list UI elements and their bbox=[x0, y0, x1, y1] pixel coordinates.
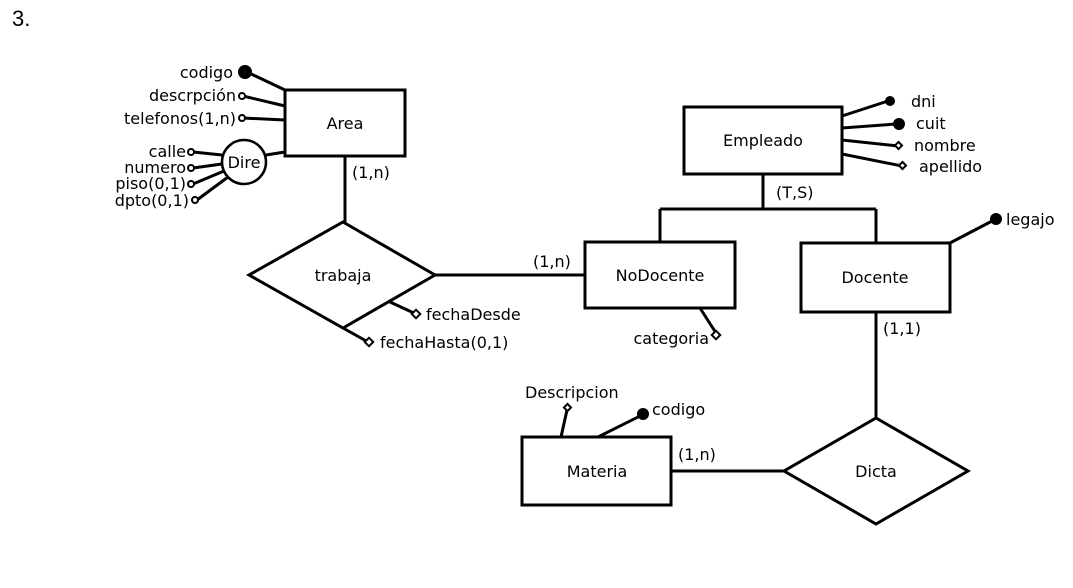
attribute-dire-dpto-label: dpto(0,1) bbox=[115, 191, 189, 210]
attribute-dire-numero: numero bbox=[124, 158, 223, 177]
attribute-materia-descripcion-label: Descripcion bbox=[525, 383, 619, 402]
attribute-materia-codigo: codigo bbox=[597, 400, 705, 439]
relationship-dicta-label: Dicta bbox=[855, 462, 897, 481]
attribute-empleado-nombre: nombre bbox=[841, 136, 976, 155]
attribute-empleado-cuit: cuit bbox=[841, 114, 946, 133]
attribute-trabaja-fechaDesde: fechaDesde bbox=[389, 300, 521, 324]
attribute-nodocente-categoria: categoria bbox=[634, 307, 722, 348]
attribute-empleado-dni: dni bbox=[841, 92, 936, 118]
attribute-nodocente-categoria-label: categoria bbox=[634, 329, 710, 348]
attribute-area-descripcion: descrpción bbox=[149, 86, 286, 108]
cardinality-area-trabaja: (1,n) bbox=[352, 163, 390, 182]
relationship-dicta bbox=[780, 416, 972, 526]
section-number: 3. bbox=[12, 6, 30, 31]
attribute-materia-codigo-label: codigo bbox=[652, 400, 705, 419]
entity-empleado bbox=[682, 105, 844, 176]
attribute-trabaja-fechaHasta-label: fechaHasta(0,1) bbox=[380, 333, 508, 352]
attribute-dire-calle: calle bbox=[149, 142, 223, 161]
attribute-trabaja-fechaHasta: fechaHasta(0,1) bbox=[342, 326, 508, 352]
attribute-trabaja-fechaDesde-label: fechaDesde bbox=[426, 305, 521, 324]
entity-empleado-label: Empleado bbox=[723, 131, 803, 150]
composite-attribute-dire bbox=[220, 138, 268, 186]
attribute-area-codigo-label: codigo bbox=[180, 63, 233, 82]
entity-area-label: Area bbox=[327, 114, 364, 133]
attribute-dire-calle-label: calle bbox=[149, 142, 186, 161]
attribute-empleado-dni-label: dni bbox=[911, 92, 936, 111]
cardinality-docente-dicta: (1,1) bbox=[883, 319, 921, 338]
entity-nodocente-label: NoDocente bbox=[616, 266, 705, 285]
entity-materia-label: Materia bbox=[567, 462, 628, 481]
attribute-materia-descripcion: Descripcion bbox=[525, 383, 619, 438]
entity-area bbox=[283, 88, 407, 158]
attribute-empleado-apellido: apellido bbox=[841, 152, 982, 176]
attribute-empleado-cuit-label: cuit bbox=[916, 114, 946, 133]
attribute-dire-piso-label: piso(0,1) bbox=[115, 174, 186, 193]
entity-docente-label: Docente bbox=[841, 268, 908, 287]
composite-attribute-dire-label: Dire bbox=[228, 153, 261, 172]
attribute-area-telefonos: telefonos(1,n) bbox=[124, 109, 286, 128]
cardinality-nodocente-trabaja: (1,n) bbox=[533, 252, 571, 271]
cardinality-empleado-hierarchy: (T,S) bbox=[776, 183, 814, 202]
attribute-area-codigo: codigo bbox=[180, 63, 286, 92]
attribute-area-telefonos-label: telefonos(1,n) bbox=[124, 109, 236, 128]
entity-nodocente bbox=[583, 240, 737, 310]
attribute-dire-piso: piso(0,1) bbox=[115, 169, 225, 193]
attribute-empleado-nombre-label: nombre bbox=[914, 136, 976, 155]
cardinality-materia-dicta: (1,n) bbox=[678, 445, 716, 464]
attribute-dire-dpto: dpto(0,1) bbox=[115, 175, 229, 210]
attribute-dire-numero-label: numero bbox=[124, 158, 186, 177]
hierarchy-empleado bbox=[658, 174, 878, 243]
entity-materia bbox=[520, 435, 673, 507]
attribute-docente-legajo-label: legajo bbox=[1006, 210, 1054, 229]
relationship-trabaja-label: trabaja bbox=[315, 266, 372, 285]
attribute-docente-legajo: legajo bbox=[949, 210, 1054, 245]
attribute-empleado-apellido-label: apellido bbox=[919, 157, 982, 176]
attribute-area-descripcion-label: descrpción bbox=[149, 86, 236, 105]
